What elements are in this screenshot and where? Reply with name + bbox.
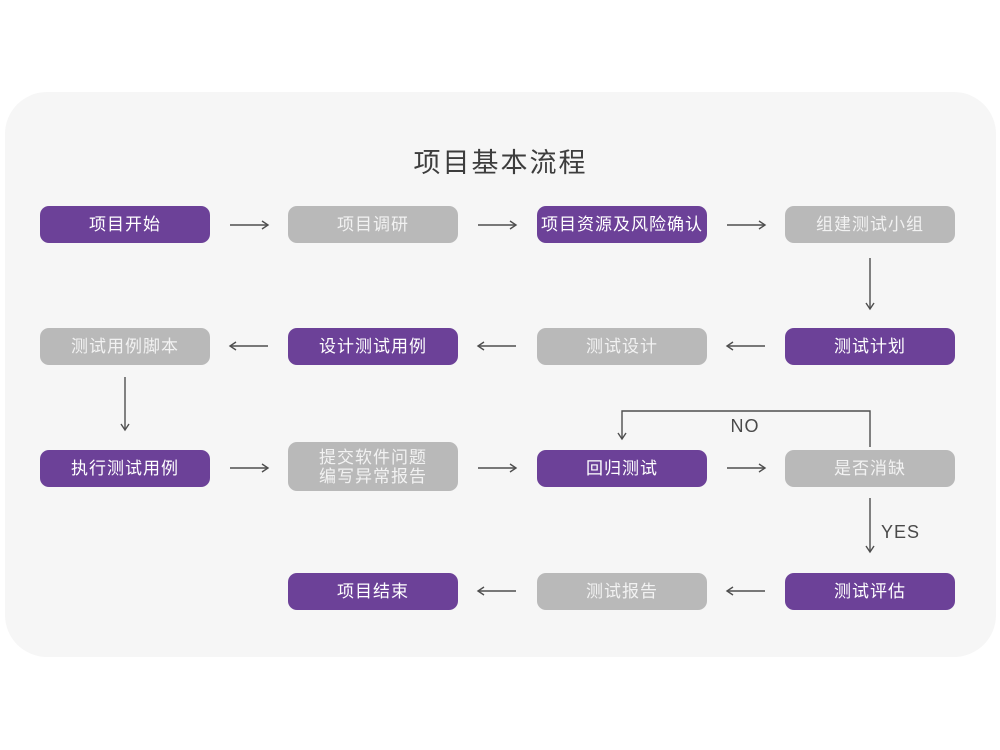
flow-node-label: 测试设计 xyxy=(586,337,658,356)
flow-node-label: 提交软件问题 xyxy=(319,447,427,467)
edge-label-yes: YES xyxy=(881,522,921,542)
flowchart-card xyxy=(5,92,996,657)
flow-node-test-plan: 测试计划 xyxy=(785,328,955,365)
flow-node-project-end: 项目结束 xyxy=(288,573,458,610)
flow-node-label: 项目开始 xyxy=(89,215,161,234)
page-title: 项目基本流程 xyxy=(413,148,588,178)
flow-node-label: 是否消缺 xyxy=(834,459,906,478)
flow-node-label: 执行测试用例 xyxy=(71,459,179,478)
flow-node-execute-test-case: 执行测试用例 xyxy=(40,450,210,487)
flow-node-defect-cleared: 是否消缺 xyxy=(785,450,955,487)
flow-node-label: 测试用例脚本 xyxy=(71,337,179,356)
flow-node-label: 项目调研 xyxy=(337,215,409,234)
flow-node-label: 测试评估 xyxy=(834,582,906,601)
flow-node-label: 组建测试小组 xyxy=(816,215,924,234)
flow-node-label: 项目结束 xyxy=(337,582,409,601)
flow-node-label: 项目资源及风险确认 xyxy=(541,215,703,234)
flow-node-label: 编写异常报告 xyxy=(319,466,427,486)
flow-node-resource-risk: 项目资源及风险确认 xyxy=(537,206,707,243)
flow-node-label: 测试计划 xyxy=(834,337,906,356)
flow-node-label: 测试报告 xyxy=(586,582,658,601)
flow-node-test-case-script: 测试用例脚本 xyxy=(40,328,210,365)
flow-node-submit-issue: 提交软件问题编写异常报告 xyxy=(288,442,458,491)
flow-node-label: 设计测试用例 xyxy=(319,337,427,356)
flow-node-design-test-case: 设计测试用例 xyxy=(288,328,458,365)
flow-node-regression-test: 回归测试 xyxy=(537,450,707,487)
flow-node-project-start: 项目开始 xyxy=(40,206,210,243)
flow-node-label: 回归测试 xyxy=(586,459,658,478)
flow-node-project-research: 项目调研 xyxy=(288,206,458,243)
flow-node-test-report: 测试报告 xyxy=(537,573,707,610)
flow-node-build-test-team: 组建测试小组 xyxy=(785,206,955,243)
flow-node-test-design: 测试设计 xyxy=(537,328,707,365)
edge-label-no: NO xyxy=(730,416,760,436)
flow-node-test-evaluation: 测试评估 xyxy=(785,573,955,610)
